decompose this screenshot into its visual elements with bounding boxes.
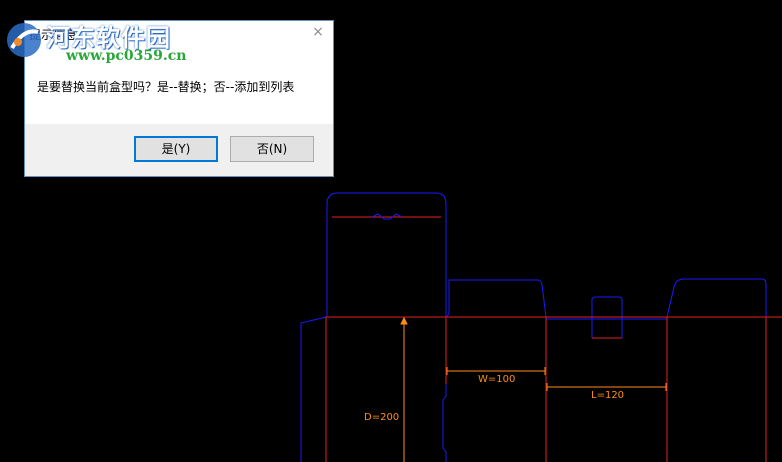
panel-bottom-edge xyxy=(442,384,447,462)
dim-l-label: L=120 xyxy=(591,390,624,401)
dim-w-label: W=100 xyxy=(478,374,515,385)
top-tuck-flap-outline xyxy=(326,192,447,317)
dialog-message: 是要替换当前盒型吗？是--替换；否--添加到列表 xyxy=(37,80,295,94)
center-tab-outline xyxy=(591,296,623,338)
thumb-notch xyxy=(371,213,403,220)
glue-flap-outline xyxy=(300,316,327,462)
fold-lines xyxy=(325,216,782,462)
dim-d-label: D=200 xyxy=(364,412,399,423)
site-watermark: 河东软件园 www.pc0359.cn xyxy=(4,12,224,72)
yes-button[interactable]: 是(Y) xyxy=(134,136,218,162)
watermark-url: www.pc0359.cn xyxy=(66,48,187,64)
dialog-button-bar: 是(Y) 否(N) xyxy=(25,124,333,176)
dimension-lines xyxy=(400,316,667,462)
message-dialog: 提示信息 × 是要替换当前盒型吗？是--替换；否--添加到列表 是(Y) 否(N… xyxy=(24,20,334,177)
watermark-logo-icon xyxy=(7,23,41,57)
close-icon[interactable]: × xyxy=(312,24,324,40)
dialog-title: 提示信息 xyxy=(29,28,78,42)
dust-flap-right-outline xyxy=(666,278,782,318)
watermark-title: 河东软件园 xyxy=(46,23,171,52)
no-button[interactable]: 否(N) xyxy=(230,136,314,162)
cut-lines xyxy=(300,192,782,462)
dust-flap-left-outline xyxy=(446,279,547,318)
